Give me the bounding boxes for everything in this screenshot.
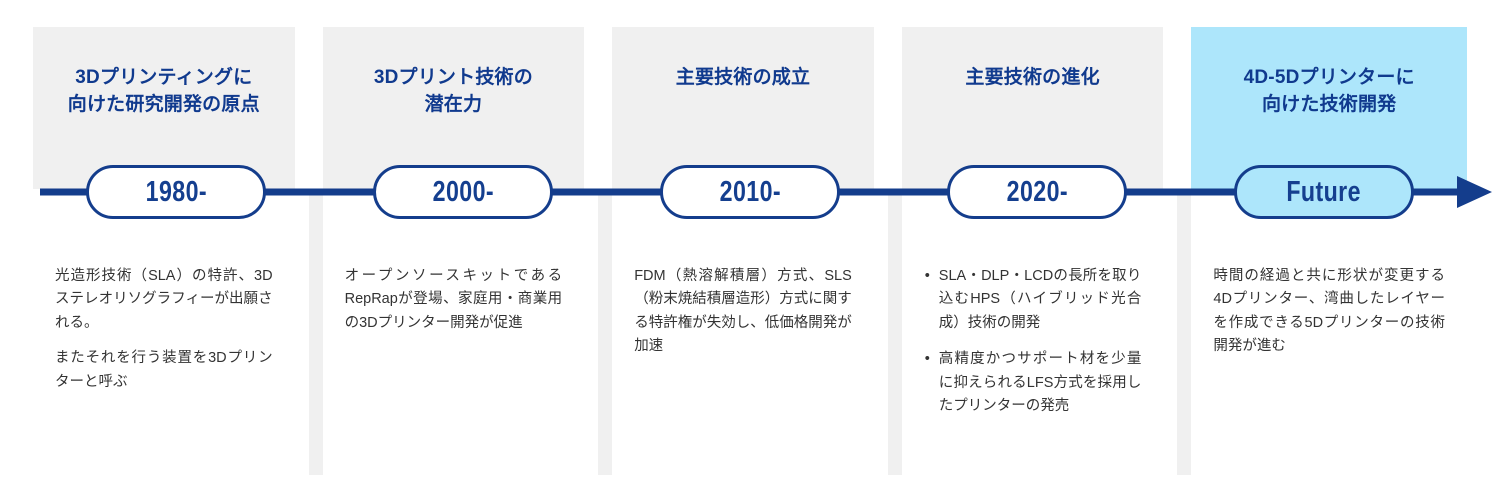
stage-column-2000: 3Dプリント技術の 潜在力 オープンソースキットであるRepRapが登場、家庭用…	[322, 27, 613, 475]
stage-column-2010: 主要技術の成立 FDM（熱溶解積層）方式、SLS（粉末焼結積層造形）方式に関する…	[612, 27, 902, 475]
stage-paragraph: オープンソースキットであるRepRapが登場、家庭用・商業用の3Dプリンター開発…	[344, 268, 563, 331]
stage-heading-future: 4D-5Dプリンターに 向けた技術開発	[1243, 67, 1415, 115]
stage-pill-future[interactable]: Future	[1234, 165, 1414, 219]
stage-column-future: 4D-5Dプリンターに 向けた技術開発 時間の経過と共に形状が変更する4Dプリン…	[1191, 27, 1467, 475]
stage-pill-1980[interactable]: 1980-	[86, 165, 266, 219]
stage-pill-label: Future	[1286, 175, 1362, 208]
stage-bullet-list: • SLA・DLP・LCDの長所を取り込むHPS（ハイブリッド光合成）技術の開発…	[924, 265, 1142, 419]
column-divider-3	[887, 189, 902, 475]
stage-pill-label: 2020-	[1006, 175, 1068, 208]
stage-pill-label: 2000-	[432, 175, 494, 208]
stage-pill-2010[interactable]: 2010-	[660, 165, 840, 219]
stage-column-2020: 主要技術の進化 • SLA・DLP・LCDの長所を取り込むHPS（ハイブリッド光…	[901, 27, 1192, 475]
stage-pill-2020[interactable]: 2020-	[947, 165, 1127, 219]
stage-band-1980	[33, 27, 295, 189]
stage-columns: 3Dプリンティングに 向けた研究開発の原点 光造形技術（SLA）の特許、3Dステ…	[33, 27, 1467, 475]
stage-body-1980: 光造形技術（SLA）の特許、3Dステレオリソグラフィーが出願される。 またそれを…	[33, 265, 295, 394]
stage-pill-label: 1980-	[145, 175, 207, 208]
stage-paragraph: またそれを行う装置を3Dプリンターと呼ぶ	[55, 350, 273, 390]
stage-pill-label: 2010-	[719, 175, 781, 208]
list-item: • SLA・DLP・LCDの長所を取り込むHPS（ハイブリッド光合成）技術の開発	[924, 265, 1142, 335]
column-divider-1	[308, 189, 323, 475]
stage-column-1980: 3Dプリンティングに 向けた研究開発の原点 光造形技術（SLA）の特許、3Dステ…	[33, 27, 323, 475]
stage-paragraph: 時間の経過と共に形状が変更する4Dプリンター、湾曲したレイヤーを作成できる5Dプ…	[1213, 268, 1445, 355]
stage-band-2000	[322, 27, 585, 189]
stage-body-2000: オープンソースキットであるRepRapが登場、家庭用・商業用の3Dプリンター開発…	[323, 265, 585, 335]
stage-band-future	[1191, 27, 1467, 189]
stage-paragraph: 光造形技術（SLA）の特許、3Dステレオリソグラフィーが出願される。	[55, 268, 273, 331]
stage-band-2020	[901, 27, 1164, 189]
stage-paragraph: FDM（熱溶解積層）方式、SLS（粉末焼結積層造形）方式に関する特許権が失効し、…	[634, 268, 852, 355]
stage-heading-1980: 3Dプリンティングに 向けた研究開発の原点	[67, 67, 260, 115]
list-item-text: SLA・DLP・LCDの長所を取り込むHPS（ハイブリッド光合成）技術の開発	[938, 268, 1142, 331]
stage-body-2010: FDM（熱溶解積層）方式、SLS（粉末焼結積層造形）方式に関する特許権が失効し、…	[612, 265, 874, 359]
bullet-marker-icon: •	[924, 268, 930, 284]
column-divider-4	[1177, 189, 1192, 475]
stage-body-2020: • SLA・DLP・LCDの長所を取り込むHPS（ハイブリッド光合成）技術の開発…	[902, 265, 1164, 419]
stage-heading-2020: 主要技術の進化	[965, 67, 1100, 88]
stage-heading-2000: 3Dプリント技術の 潜在力	[373, 67, 533, 115]
stage-band-2010	[612, 27, 874, 189]
list-item: • 高精度かつサポート材を少量に抑えられるLFS方式を採用したプリンターの発売	[924, 348, 1142, 418]
column-divider-2	[598, 189, 613, 475]
stage-heading-2010: 主要技術の成立	[675, 67, 811, 88]
list-item-text: 高精度かつサポート材を少量に抑えられるLFS方式を採用したプリンターの発売	[938, 351, 1142, 415]
stage-body-future: 時間の経過と共に形状が変更する4Dプリンター、湾曲したレイヤーを作成できる5Dプ…	[1191, 265, 1467, 359]
stage-pill-2000[interactable]: 2000-	[373, 165, 553, 219]
bullet-marker-icon: •	[924, 351, 930, 368]
